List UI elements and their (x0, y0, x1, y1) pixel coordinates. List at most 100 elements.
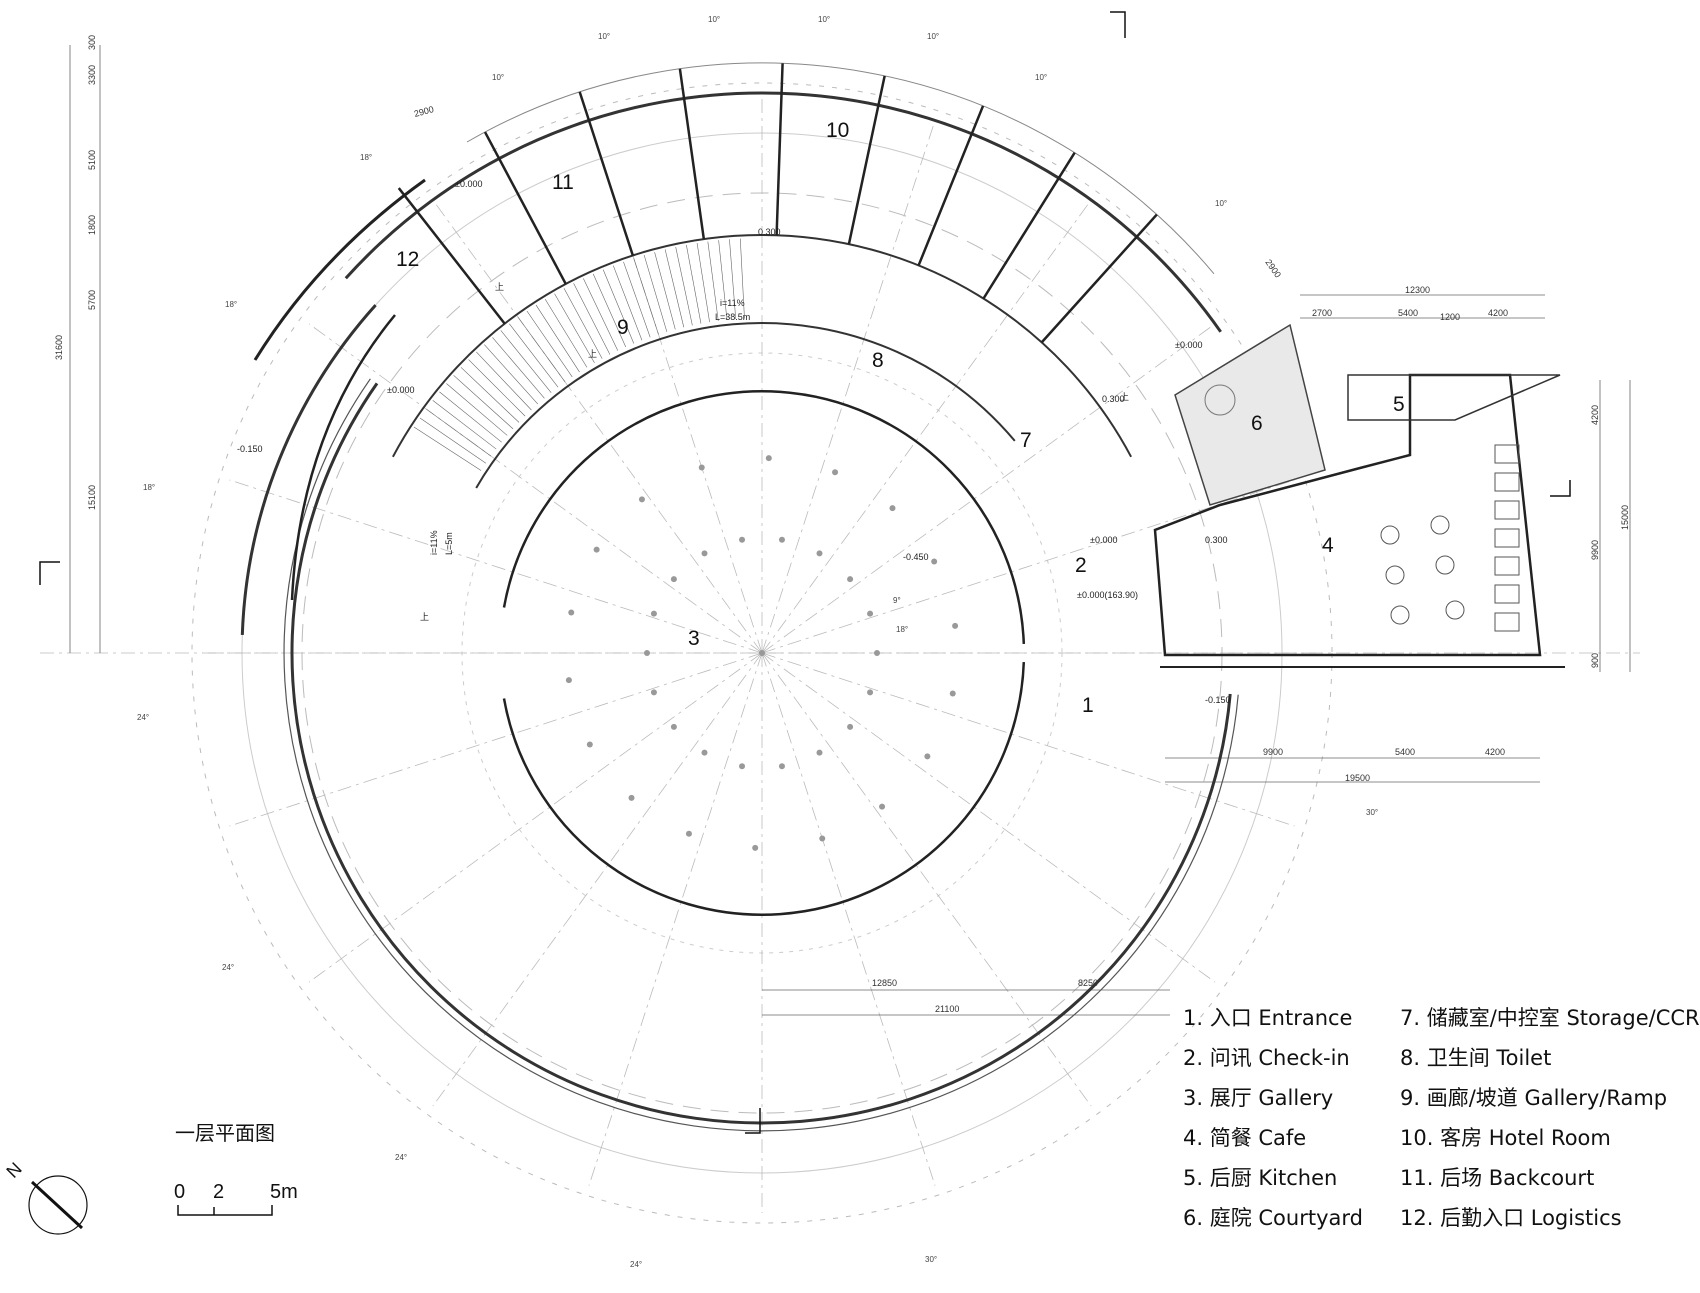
gallery-column (847, 723, 854, 730)
dimension-right: 9900 (1590, 540, 1600, 560)
gallery-column (650, 689, 657, 696)
gallery-column (867, 610, 874, 617)
radial-axis (761, 479, 1295, 654)
ramp-length-note: L=38.5m (715, 312, 750, 322)
gallery-column (778, 536, 785, 543)
ramp-hatch (633, 258, 659, 335)
ramp-hatch (544, 298, 588, 368)
gallery-column (698, 464, 705, 471)
plan-details (28, 11, 1571, 1235)
cafe-table (1385, 565, 1405, 585)
hotel-room-partition (397, 187, 506, 325)
ramp-hatch (446, 383, 508, 436)
gallery-column (701, 550, 708, 557)
gallery-column (739, 763, 746, 770)
legend-item: 3. 展厅 Gallery (1183, 1086, 1334, 1110)
radial-axis (588, 652, 763, 1186)
hotel-room-partition (1040, 213, 1158, 344)
gallery-column (832, 469, 839, 476)
stair-up-mark: 上 (495, 282, 504, 292)
dimension-bottom-right: 4200 (1485, 747, 1505, 757)
ramp-inner-edge (475, 322, 1016, 489)
cafe-booth (1494, 612, 1520, 632)
north-arrow-line (30, 1180, 84, 1230)
cafe-booth (1494, 584, 1520, 604)
level-mark: ±0.000(163.90) (1077, 590, 1138, 600)
ramp-hatch (707, 241, 719, 321)
radial-axis (761, 652, 1295, 827)
angle-label: 10° (927, 32, 939, 41)
cafe-booth (1494, 556, 1520, 576)
gallery-column (638, 496, 645, 503)
room-number-2: 2 (1075, 554, 1087, 577)
legend-item: 9. 画廊/坡道 Gallery/Ramp (1400, 1086, 1668, 1110)
ramp-hatch (413, 426, 482, 471)
gallery-column (701, 749, 708, 756)
gallery-column (568, 609, 575, 616)
gallery-column (874, 650, 880, 656)
gallery-column (586, 741, 593, 748)
level-mark: -0.450 (903, 552, 929, 562)
hotel-room-partition (678, 68, 706, 240)
room-number-7: 7 (1020, 429, 1032, 452)
cafe-outline (1153, 373, 1542, 657)
room-number-6: 6 (1251, 412, 1263, 435)
room-number-3: 3 (688, 627, 700, 650)
north-arrow-circle (28, 1175, 88, 1235)
scale-label-5m: 5m (270, 1181, 298, 1203)
gallery-column (889, 505, 896, 512)
dimension-bottom-right: 19500 (1345, 773, 1370, 783)
dimension-left: 5700 (87, 290, 97, 310)
room-number-4: 4 (1322, 534, 1334, 557)
dimension-radial: 2900 (1263, 257, 1283, 279)
cafe-table (1380, 525, 1400, 545)
room-number-8: 8 (872, 349, 884, 372)
angle-label: 18° (360, 153, 372, 162)
section-mark (745, 1108, 761, 1134)
courtyard-tree (1204, 384, 1236, 416)
legend-item: 10. 客房 Hotel Room (1400, 1126, 1611, 1150)
ramp-outer-edge (392, 233, 1132, 458)
dimension-bottom: 12850 (872, 978, 897, 988)
dimension-bottom: 21100 (935, 1004, 959, 1014)
ramp-hatch (654, 252, 676, 330)
legend-item: 8. 卫生间 Toilet (1400, 1046, 1552, 1070)
radial-axis (761, 652, 1216, 983)
gallery-column (565, 677, 572, 684)
level-mark: 0.300 (1205, 535, 1228, 545)
radial-axis (432, 199, 763, 654)
legend-item: 6. 庭院 Courtyard (1183, 1206, 1363, 1230)
dimension-bottom: 8250 (1078, 978, 1098, 988)
hotel-room-partition (917, 105, 985, 266)
construction-lines (40, 45, 1640, 1224)
cafe-table (1445, 600, 1465, 620)
angle-label: 10° (818, 15, 830, 24)
gallery-column (739, 536, 746, 543)
cafe-booth (1494, 472, 1520, 492)
gallery-column (879, 803, 886, 810)
ramp-hatch (554, 293, 595, 364)
ramp-hatch (453, 375, 514, 430)
spiral-outer-wall (290, 382, 1232, 1125)
ramp-hatch (675, 247, 693, 326)
ramp-hatch (500, 330, 552, 393)
dimension-top-right: 1200 (1440, 312, 1460, 322)
gallery-inner-wall-south (502, 662, 1026, 916)
gallery-column (867, 689, 874, 696)
angle-label: 10° (492, 73, 504, 82)
ramp-hatch (664, 249, 685, 328)
ramp-hatch (509, 323, 559, 388)
room-number-9: 9 (617, 316, 629, 339)
cafe-booth (1494, 500, 1520, 520)
room-number-10: 10 (826, 119, 849, 142)
level-mark: -0.150 (237, 444, 263, 454)
gallery-column (952, 622, 959, 629)
gallery-column (819, 835, 826, 842)
spiral-outer-wall-line (283, 378, 1239, 1132)
ramp-slope-note: i=11% (720, 298, 745, 308)
radial-axis (308, 323, 763, 654)
dimension-left: 300 (87, 35, 97, 50)
section-mark (1550, 480, 1571, 497)
stair-up-mark: 上 (588, 349, 597, 359)
